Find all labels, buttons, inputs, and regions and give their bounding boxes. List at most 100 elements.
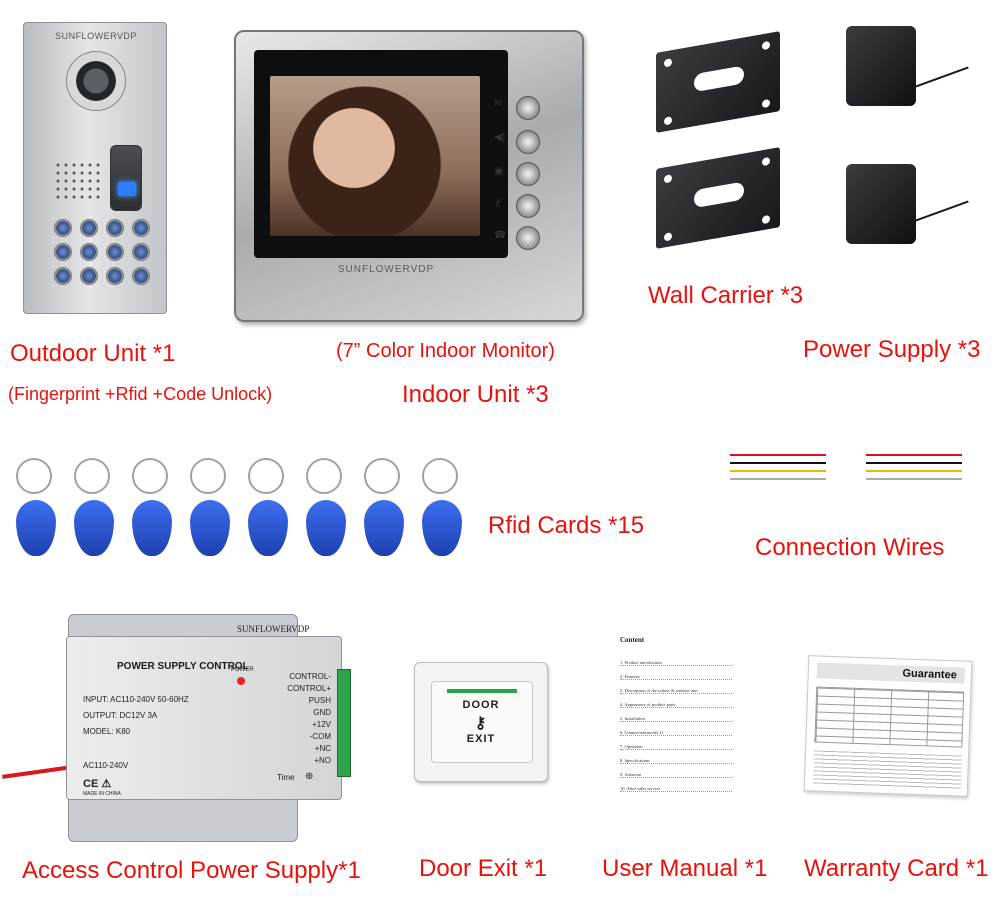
psu-input-text: INPUT: AC110-240V 50-60HZ <box>83 695 189 704</box>
key-ring <box>422 458 458 494</box>
key-icon <box>54 267 72 285</box>
rfid-tag-icon <box>16 500 56 556</box>
rfid-cards-label: Rfid Cards *15 <box>488 512 645 539</box>
manual-toc-row: 7. Operation <box>620 744 732 750</box>
exit-text: EXIT <box>466 733 496 745</box>
indoor-unit-label: Indoor Unit *3 <box>402 381 549 408</box>
power-adapter-image <box>846 164 916 244</box>
connection-wire-image <box>866 446 966 498</box>
monitor-button <box>516 162 540 186</box>
phone-icon: ☎ <box>494 230 507 241</box>
key-icon <box>106 243 124 261</box>
access-control-psu-image: SUNFLOWERVDP POWER SUPPLY CONTROL POWER … <box>66 624 351 800</box>
rfid-tag-icon <box>248 500 288 556</box>
key-icon <box>80 243 98 261</box>
terminal-label: -COM <box>309 732 331 741</box>
key-ring <box>306 458 342 494</box>
outdoor-unit-sublabel: (Fingerprint +Rfid +Code Unlock) <box>8 384 273 404</box>
volume-icon: ◀) <box>494 132 506 143</box>
key-icon <box>54 243 72 261</box>
monitor-button <box>516 194 540 218</box>
camera-icon <box>66 51 126 111</box>
psu-made-in-text: MADE IN CHINA <box>83 791 121 797</box>
user-manual-image: Content 1. Product introduction 2. Featu… <box>608 630 742 800</box>
warranty-card-label: Warranty Card *1 <box>804 855 989 882</box>
indoor-monitor-brand: SUNFLOWERVDP <box>337 264 435 275</box>
connection-wire-image <box>730 446 830 498</box>
manual-toc-row: 5. Installation <box>620 716 732 722</box>
terminal-label: GND <box>313 708 331 717</box>
wire-white <box>730 478 826 480</box>
speaker-grille <box>54 161 102 201</box>
wall-bracket-image <box>656 147 780 249</box>
key-icon <box>80 219 98 237</box>
ce-mark-icon: CE ⚠ <box>83 778 112 790</box>
key-ring <box>74 458 110 494</box>
key-unlock-icon: ⚷ <box>494 198 502 209</box>
door-text: DOOR <box>462 699 500 711</box>
terminal-label: +12V <box>312 720 331 729</box>
rfid-cards-image <box>12 458 472 568</box>
key-ring <box>16 458 52 494</box>
psu-output-text: OUTPUT: DC12V 3A <box>83 711 158 720</box>
indoor-unit-caption: (7” Color Indoor Monitor) <box>336 340 555 362</box>
psu-power-text: POWER <box>231 667 254 673</box>
wire-yellow <box>730 470 826 472</box>
key-ring <box>132 458 168 494</box>
wire-black <box>866 462 962 464</box>
time-knob-icon: ⊕ <box>305 771 314 782</box>
key-icon <box>132 267 150 285</box>
outdoor-unit-brand: SUNFLOWERVDP <box>55 31 137 41</box>
exit-push-plate <box>431 681 533 763</box>
key-icon <box>132 243 150 261</box>
key-icon <box>80 267 98 285</box>
user-manual-label: User Manual *1 <box>602 855 768 882</box>
monitor-button <box>516 96 540 120</box>
manual-toc-row: 8. Specifications <box>620 758 732 764</box>
terminal-label: PUSH <box>308 696 331 705</box>
terminal-label: CONTROL+ <box>287 684 331 693</box>
exit-indicator-bar <box>447 689 517 693</box>
terminal-block <box>337 669 351 777</box>
connection-wires-label: Connection Wires <box>755 534 945 561</box>
manual-toc-row: 2. Features <box>620 674 732 680</box>
manual-toc-row: 10. After-sales service <box>620 786 732 792</box>
manual-toc-row: 4. Appearance of product parts <box>620 702 732 708</box>
monitor-icon: ▣ <box>494 166 504 177</box>
psu-title: POWER SUPPLY CONTROL <box>117 661 249 672</box>
key-icon: ⚷ <box>474 715 488 732</box>
wire-red <box>730 454 826 456</box>
manual-toc-row: 9. Attention <box>620 772 732 778</box>
psu-time-text: Time <box>277 773 295 782</box>
rfid-tag-icon <box>132 500 172 556</box>
outdoor-unit-image: SUNFLOWERVDP <box>23 22 167 314</box>
terminal-label: +NC <box>314 744 331 753</box>
psu-model-text: MODEL: K80 <box>83 727 131 736</box>
monitor-button <box>516 130 540 154</box>
power-led-icon <box>237 677 245 685</box>
door-exit-button-image: DOOR ⚷ EXIT <box>414 662 548 782</box>
power-adapter-image <box>846 26 916 106</box>
fingerprint-sensor-icon <box>110 145 142 211</box>
manual-toc-row: 1. Product introduction <box>620 660 732 666</box>
key-icon <box>106 219 124 237</box>
terminal-label: CONTROL- <box>289 672 331 681</box>
wire-black <box>730 462 826 464</box>
warranty-fine-print <box>812 750 963 790</box>
rfid-tag-icon <box>190 500 230 556</box>
psu-terminal-labels: CONTROL- CONTROL+ PUSH GND +12V -COM +NC… <box>273 671 331 767</box>
mail-icon: ✉ <box>494 98 503 109</box>
psu-ac-text: AC110-240V <box>83 761 129 770</box>
key-ring <box>364 458 400 494</box>
key-ring <box>190 458 226 494</box>
power-supply-label: Power Supply *3 <box>803 336 981 363</box>
door-exit-label: Door Exit *1 <box>419 855 548 882</box>
adapter-cord <box>915 66 969 88</box>
key-icon <box>106 267 124 285</box>
adapter-cord <box>915 200 969 222</box>
keypad <box>54 219 150 285</box>
warranty-card-image: Guarantee <box>803 655 973 797</box>
rfid-tag-icon <box>422 500 462 556</box>
manual-toc-row: 3. Description of the indoor & outdoor u… <box>620 688 732 694</box>
psu-brand: SUNFLOWERVDP <box>237 624 310 634</box>
